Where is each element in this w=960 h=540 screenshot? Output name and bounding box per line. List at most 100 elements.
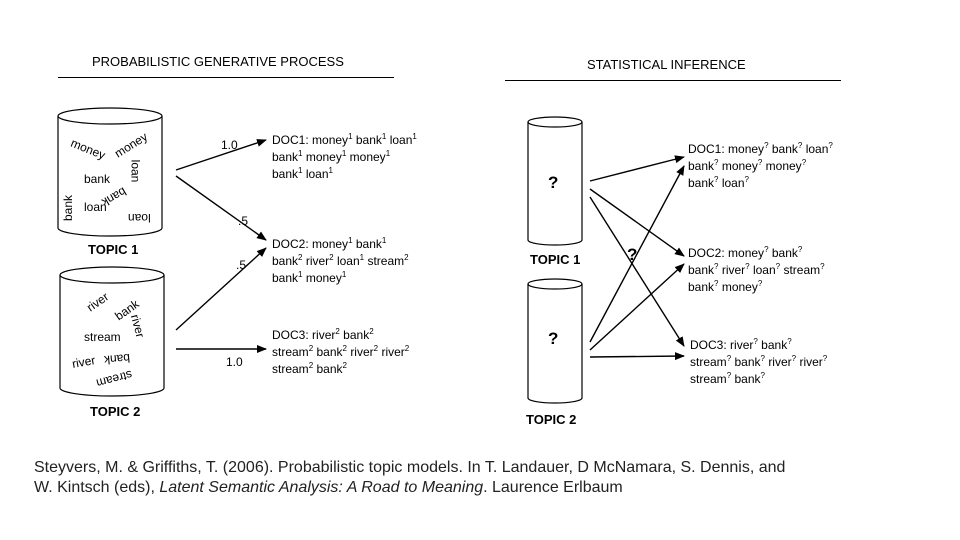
doc-word: stream2 xyxy=(272,344,314,360)
topic2-word: stream xyxy=(84,330,121,344)
doc-word: loan1 xyxy=(389,132,417,148)
doc-line: bank? loan? xyxy=(688,175,833,192)
doc-word: bank? xyxy=(734,354,765,370)
topic1-cylinder xyxy=(57,107,163,237)
doc-word: money? xyxy=(728,245,769,261)
right-panel-title: STATISTICAL INFERENCE xyxy=(587,57,746,72)
citation: Steyvers, M. & Griffiths, T. (2006). Pro… xyxy=(34,458,794,498)
doc-line: stream? bank? river? river? xyxy=(690,354,827,371)
doc-word-topic: 1 xyxy=(412,132,417,141)
doc-word: bank2 xyxy=(272,253,303,269)
doc-word-topic: 2 xyxy=(329,253,334,262)
doc-word: money? xyxy=(721,158,763,174)
doc-word-topic: ? xyxy=(791,354,797,363)
doc-word-topic: ? xyxy=(797,245,803,254)
doc-word: loan? xyxy=(721,175,749,191)
doc-word: river? xyxy=(730,337,758,353)
doc-name: DOC3: xyxy=(690,338,727,352)
doc-word: stream2 xyxy=(367,253,409,269)
doc-word: river? xyxy=(799,354,828,370)
doc-word-topic: 1 xyxy=(298,149,303,158)
doc-word-topic: 1 xyxy=(328,166,333,175)
doc-word: river? xyxy=(721,262,750,278)
doc-word: bank? xyxy=(688,158,719,174)
doc-word-topic: 1 xyxy=(385,149,391,158)
doc-word: stream? xyxy=(690,371,732,387)
edge-prob-topic1-doc2: .5 xyxy=(238,214,249,228)
doc-line: DOC1: money? bank? loan? xyxy=(688,141,833,158)
doc-name: DOC2: xyxy=(688,246,725,260)
doc-word: stream? xyxy=(783,262,825,278)
arrow-topic1-doc2 xyxy=(175,175,267,241)
doc-word-topic: 1 xyxy=(359,253,365,262)
doc-line: DOC1: money1 bank1 loan1 xyxy=(272,132,417,149)
doc-word-topic: 2 xyxy=(342,361,347,370)
doc-word: stream2 xyxy=(272,361,314,377)
right-arrows xyxy=(589,155,685,361)
doc-word: bank? xyxy=(771,245,803,261)
doc-line: stream? bank? xyxy=(690,371,827,388)
edge-prob-topic2-doc2: .5 xyxy=(236,258,247,272)
doc-word: money1 xyxy=(312,236,353,252)
edge-prob-topic1-doc1: 1.0 xyxy=(221,138,238,152)
doc-word-topic: ? xyxy=(714,262,719,271)
doc-word: bank1 xyxy=(272,270,303,286)
doc-word: money1 xyxy=(349,149,391,165)
left-panel-title: PROBABILISTIC GENERATIVE PROCESS xyxy=(92,54,344,69)
doc-word-topic: ? xyxy=(820,262,825,271)
doc-word-topic: 2 xyxy=(404,344,410,353)
citation-text-end: . Laurence Erlbaum xyxy=(483,479,623,496)
doc-word: loan? xyxy=(805,141,833,157)
doc-word: loan? xyxy=(752,262,781,278)
doc-word-topic: ? xyxy=(797,141,803,150)
doc-word: stream? xyxy=(690,354,732,370)
doc-word: bank1 xyxy=(272,166,303,182)
doc-line: DOC2: money? bank? xyxy=(688,245,825,262)
doc-line: DOC2: money1 bank1 xyxy=(272,236,409,253)
doc-word-topic: 2 xyxy=(335,327,340,336)
doc-word: river2 xyxy=(381,344,410,360)
doc-word-topic: 1 xyxy=(298,270,303,279)
doc-word-topic: ? xyxy=(714,158,719,167)
doc-line: stream2 bank2 xyxy=(272,361,409,378)
citation-book-title: Latent Semantic Analysis: A Road to Mean… xyxy=(159,479,484,496)
doc-word-topic: ? xyxy=(714,175,719,184)
doc-line: bank2 river2 loan1 stream2 xyxy=(272,253,409,270)
doc-word-topic: 1 xyxy=(341,270,347,279)
doc-word: bank? xyxy=(761,337,792,353)
topic1-label: TOPIC 1 xyxy=(88,242,139,257)
doc-word-topic: 2 xyxy=(342,344,347,353)
doc-word-topic: ? xyxy=(764,245,769,254)
doc-word: money1 xyxy=(312,132,353,148)
doc-word: money? xyxy=(765,158,807,174)
doc-word-topic: 1 xyxy=(298,166,303,175)
right-topic2-cylinder xyxy=(527,278,583,404)
doc-word-topic: 2 xyxy=(373,344,379,353)
doc-word: river2 xyxy=(350,344,379,360)
doc-line: stream2 bank2 river2 river2 xyxy=(272,344,409,361)
doc-word: bank? xyxy=(688,262,719,278)
doc-line: DOC3: river? bank? xyxy=(690,337,827,354)
doc-name: DOC1: xyxy=(272,133,309,147)
doc-word: bank2 xyxy=(316,344,347,360)
edge-prob-topic2-doc3: 1.0 xyxy=(226,355,243,369)
doc-word: bank? xyxy=(688,175,719,191)
topic1-word: bank xyxy=(61,194,76,222)
doc-word-topic: 2 xyxy=(308,361,314,370)
doc-word-topic: ? xyxy=(760,371,765,380)
arrow-topic2-doc2 xyxy=(175,247,267,331)
doc-word-topic: 2 xyxy=(404,253,409,262)
doc-word: bank1 xyxy=(272,149,303,165)
doc-name: DOC2: xyxy=(272,237,309,251)
doc-word: river? xyxy=(768,354,797,370)
doc-word-topic: ? xyxy=(753,337,758,346)
doc-word: bank2 xyxy=(316,361,347,377)
doc-word: bank? xyxy=(734,371,765,387)
doc-word: money? xyxy=(728,141,769,157)
doc-word-topic: ? xyxy=(760,354,765,363)
doc-line: bank? money? xyxy=(688,279,825,296)
doc-word-topic: ? xyxy=(757,158,763,167)
topic1-unknown-mark: ? xyxy=(548,173,559,192)
doc-name: DOC1: xyxy=(688,142,725,156)
right-topic1-cylinder xyxy=(527,116,583,246)
